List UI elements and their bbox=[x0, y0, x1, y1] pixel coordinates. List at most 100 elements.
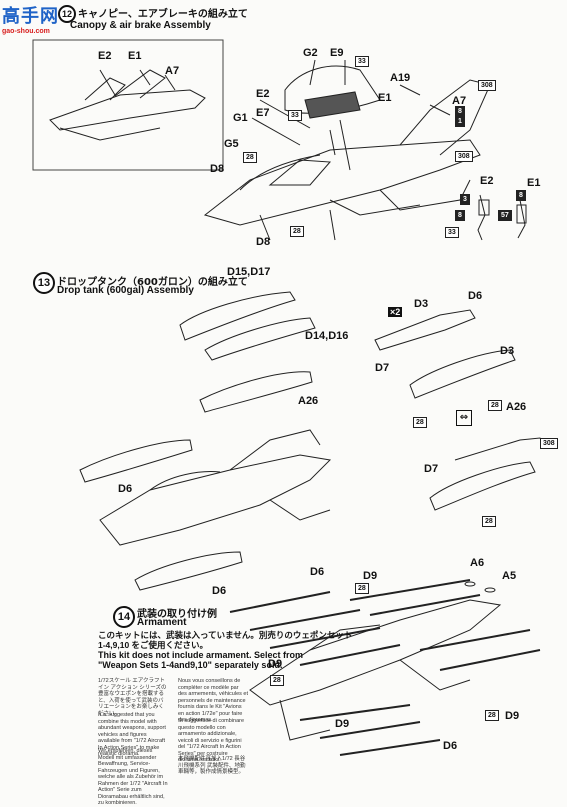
tank-b bbox=[204, 317, 316, 361]
fine-print-en: It is suggested that you combine this mo… bbox=[98, 712, 166, 757]
multiplier-badge: ×2 bbox=[388, 307, 403, 317]
tag-28-e: 28 bbox=[482, 516, 496, 527]
label-e7: E7 bbox=[256, 107, 270, 119]
label-e2: E2 bbox=[256, 88, 270, 100]
swap-arrow-icon: ⇔ bbox=[456, 410, 472, 426]
tag-33: 33 bbox=[355, 56, 369, 67]
step-13-title-jp: ドロップタンク（600ガロン）の組み立て bbox=[57, 277, 248, 288]
label-a7: A7 bbox=[452, 95, 467, 107]
label-d15-d17: D15,D17 bbox=[227, 266, 271, 278]
label-arm-d9-d: D9 bbox=[505, 710, 520, 722]
label-e2-b: E2 bbox=[480, 175, 494, 187]
label-e1-b: E1 bbox=[527, 177, 541, 189]
label-arm-d9-c: D9 bbox=[335, 718, 350, 730]
tag-8-c: 8 bbox=[516, 190, 526, 201]
label-arm-d6-b: D6 bbox=[443, 740, 458, 752]
inset-fuselage bbox=[49, 89, 206, 131]
label-d3-a: D3 bbox=[414, 298, 429, 310]
jet-fuselage-14 bbox=[249, 599, 502, 706]
step-13-number: 13 bbox=[33, 272, 55, 294]
label-e9: E9 bbox=[330, 47, 344, 59]
pylon-tank-2 bbox=[429, 461, 536, 511]
tag-8-b: 8 bbox=[455, 210, 465, 221]
step-13-title-en: Drop tank (600gal) Assembly bbox=[57, 285, 194, 296]
label-a26-b: A26 bbox=[506, 401, 527, 413]
label-d6-b: D6 bbox=[118, 483, 133, 495]
tag-308-b: 308 bbox=[455, 151, 473, 162]
jet-fuselage-13 bbox=[99, 454, 332, 546]
missile-3 bbox=[269, 627, 381, 649]
label-d14-d16: D14,D16 bbox=[305, 330, 349, 342]
note-en-1: This kit does not include armament. Sele… bbox=[98, 650, 304, 660]
step-12-title-en: Canopy & air brake Assembly bbox=[70, 20, 211, 31]
tag-33-b: 33 bbox=[288, 110, 302, 121]
tag-308-c: 308 bbox=[540, 438, 558, 449]
tag-28-g: 28 bbox=[270, 675, 284, 686]
fine-print-jp: 1/72スケール エアクラフト イン アクション シリーズの豊富なウエポンを搭載… bbox=[98, 678, 167, 717]
fine-print-de: Wir empfehlen, dieses Modell mit umfasse… bbox=[98, 748, 168, 806]
label-arm-d9-a: D9 bbox=[363, 570, 378, 582]
tag-3: 3 bbox=[460, 194, 470, 205]
label-a5: A5 bbox=[502, 570, 517, 582]
tag-28: 28 bbox=[243, 152, 257, 163]
pylon-tank-1 bbox=[374, 309, 476, 351]
label-a6: A6 bbox=[470, 557, 485, 569]
tag-33-c: 33 bbox=[445, 227, 459, 238]
label-inset-e2: E2 bbox=[98, 50, 112, 62]
note-jp-1: このキットには、武装は入っていません。別売りのウェポンセット bbox=[98, 630, 353, 640]
missile-9 bbox=[299, 704, 411, 721]
tank-a bbox=[179, 291, 296, 341]
label-e1: E1 bbox=[378, 92, 392, 104]
label-g5: G5 bbox=[224, 138, 239, 150]
label-a26-a: A26 bbox=[298, 395, 319, 407]
missile-4 bbox=[299, 644, 401, 666]
tag-1: 1 bbox=[455, 116, 465, 127]
site-watermark: 高手网 gao-shou.com bbox=[2, 2, 66, 35]
label-d7-b: D7 bbox=[424, 463, 439, 475]
label-d8-b: D8 bbox=[256, 236, 271, 248]
missile-10 bbox=[319, 721, 421, 739]
missile-5 bbox=[349, 579, 471, 601]
label-a19: A19 bbox=[390, 72, 411, 84]
tag-308: 308 bbox=[478, 80, 496, 91]
watermark-sub: gao-shou.com bbox=[2, 28, 50, 35]
tank-left bbox=[79, 439, 193, 483]
fine-print-it: Si suggerisce di combinare questo modell… bbox=[178, 718, 245, 763]
note-jp-2: 1-4,9,10 をご使用ください。 bbox=[98, 640, 209, 650]
label-d7-a: D7 bbox=[375, 362, 390, 374]
label-d8-a: D8 bbox=[210, 163, 225, 175]
step-12-title-jp: キャノピー、エアブレーキの組み立て bbox=[78, 9, 248, 20]
tank-bottom bbox=[134, 551, 243, 591]
inset-box bbox=[32, 39, 224, 171]
missile-1 bbox=[229, 591, 331, 613]
tag-28-f: 28 bbox=[355, 583, 369, 594]
label-arm-d6: D6 bbox=[310, 566, 325, 578]
label-arm-d9-b: D9 bbox=[268, 658, 283, 670]
label-inset-a7: A7 bbox=[165, 65, 180, 77]
label-d6-c: D6 bbox=[212, 585, 227, 597]
missile-11 bbox=[339, 739, 441, 756]
missile-6 bbox=[369, 594, 481, 616]
step-14-title-en: Armament bbox=[137, 617, 187, 628]
missile-8 bbox=[439, 649, 541, 671]
tank-upper bbox=[199, 371, 313, 413]
tag-28-h: 28 bbox=[485, 710, 499, 721]
canopy bbox=[284, 65, 381, 114]
tag-28-d: 28 bbox=[488, 400, 502, 411]
fine-print-cn: 本飛機配件可加入1/72 長谷川飛機系列 武裝配件、地勤車輛等，製作成情景模型。 bbox=[178, 756, 246, 775]
label-d3-b: D3 bbox=[500, 345, 515, 357]
fine-print-fr: Nous vous conseillons de compléter ce mo… bbox=[178, 678, 249, 723]
tag-57: 57 bbox=[498, 210, 512, 221]
watermark-main: 高手网 bbox=[2, 6, 59, 27]
step-14-title-jp: 武装の取り付け例 bbox=[137, 609, 217, 620]
missile-2 bbox=[249, 609, 361, 631]
step-14-number: 14 bbox=[113, 606, 135, 628]
tag-28-b: 28 bbox=[290, 226, 304, 237]
note-en-2: "Weapon Sets 1-4and9,10" separately sold… bbox=[98, 660, 283, 670]
label-inset-e1: E1 bbox=[128, 50, 142, 62]
label-g1: G1 bbox=[233, 112, 248, 124]
step-12-number: 12 bbox=[58, 5, 76, 23]
tag-28-c: 28 bbox=[413, 417, 427, 428]
missile-7 bbox=[419, 629, 531, 651]
